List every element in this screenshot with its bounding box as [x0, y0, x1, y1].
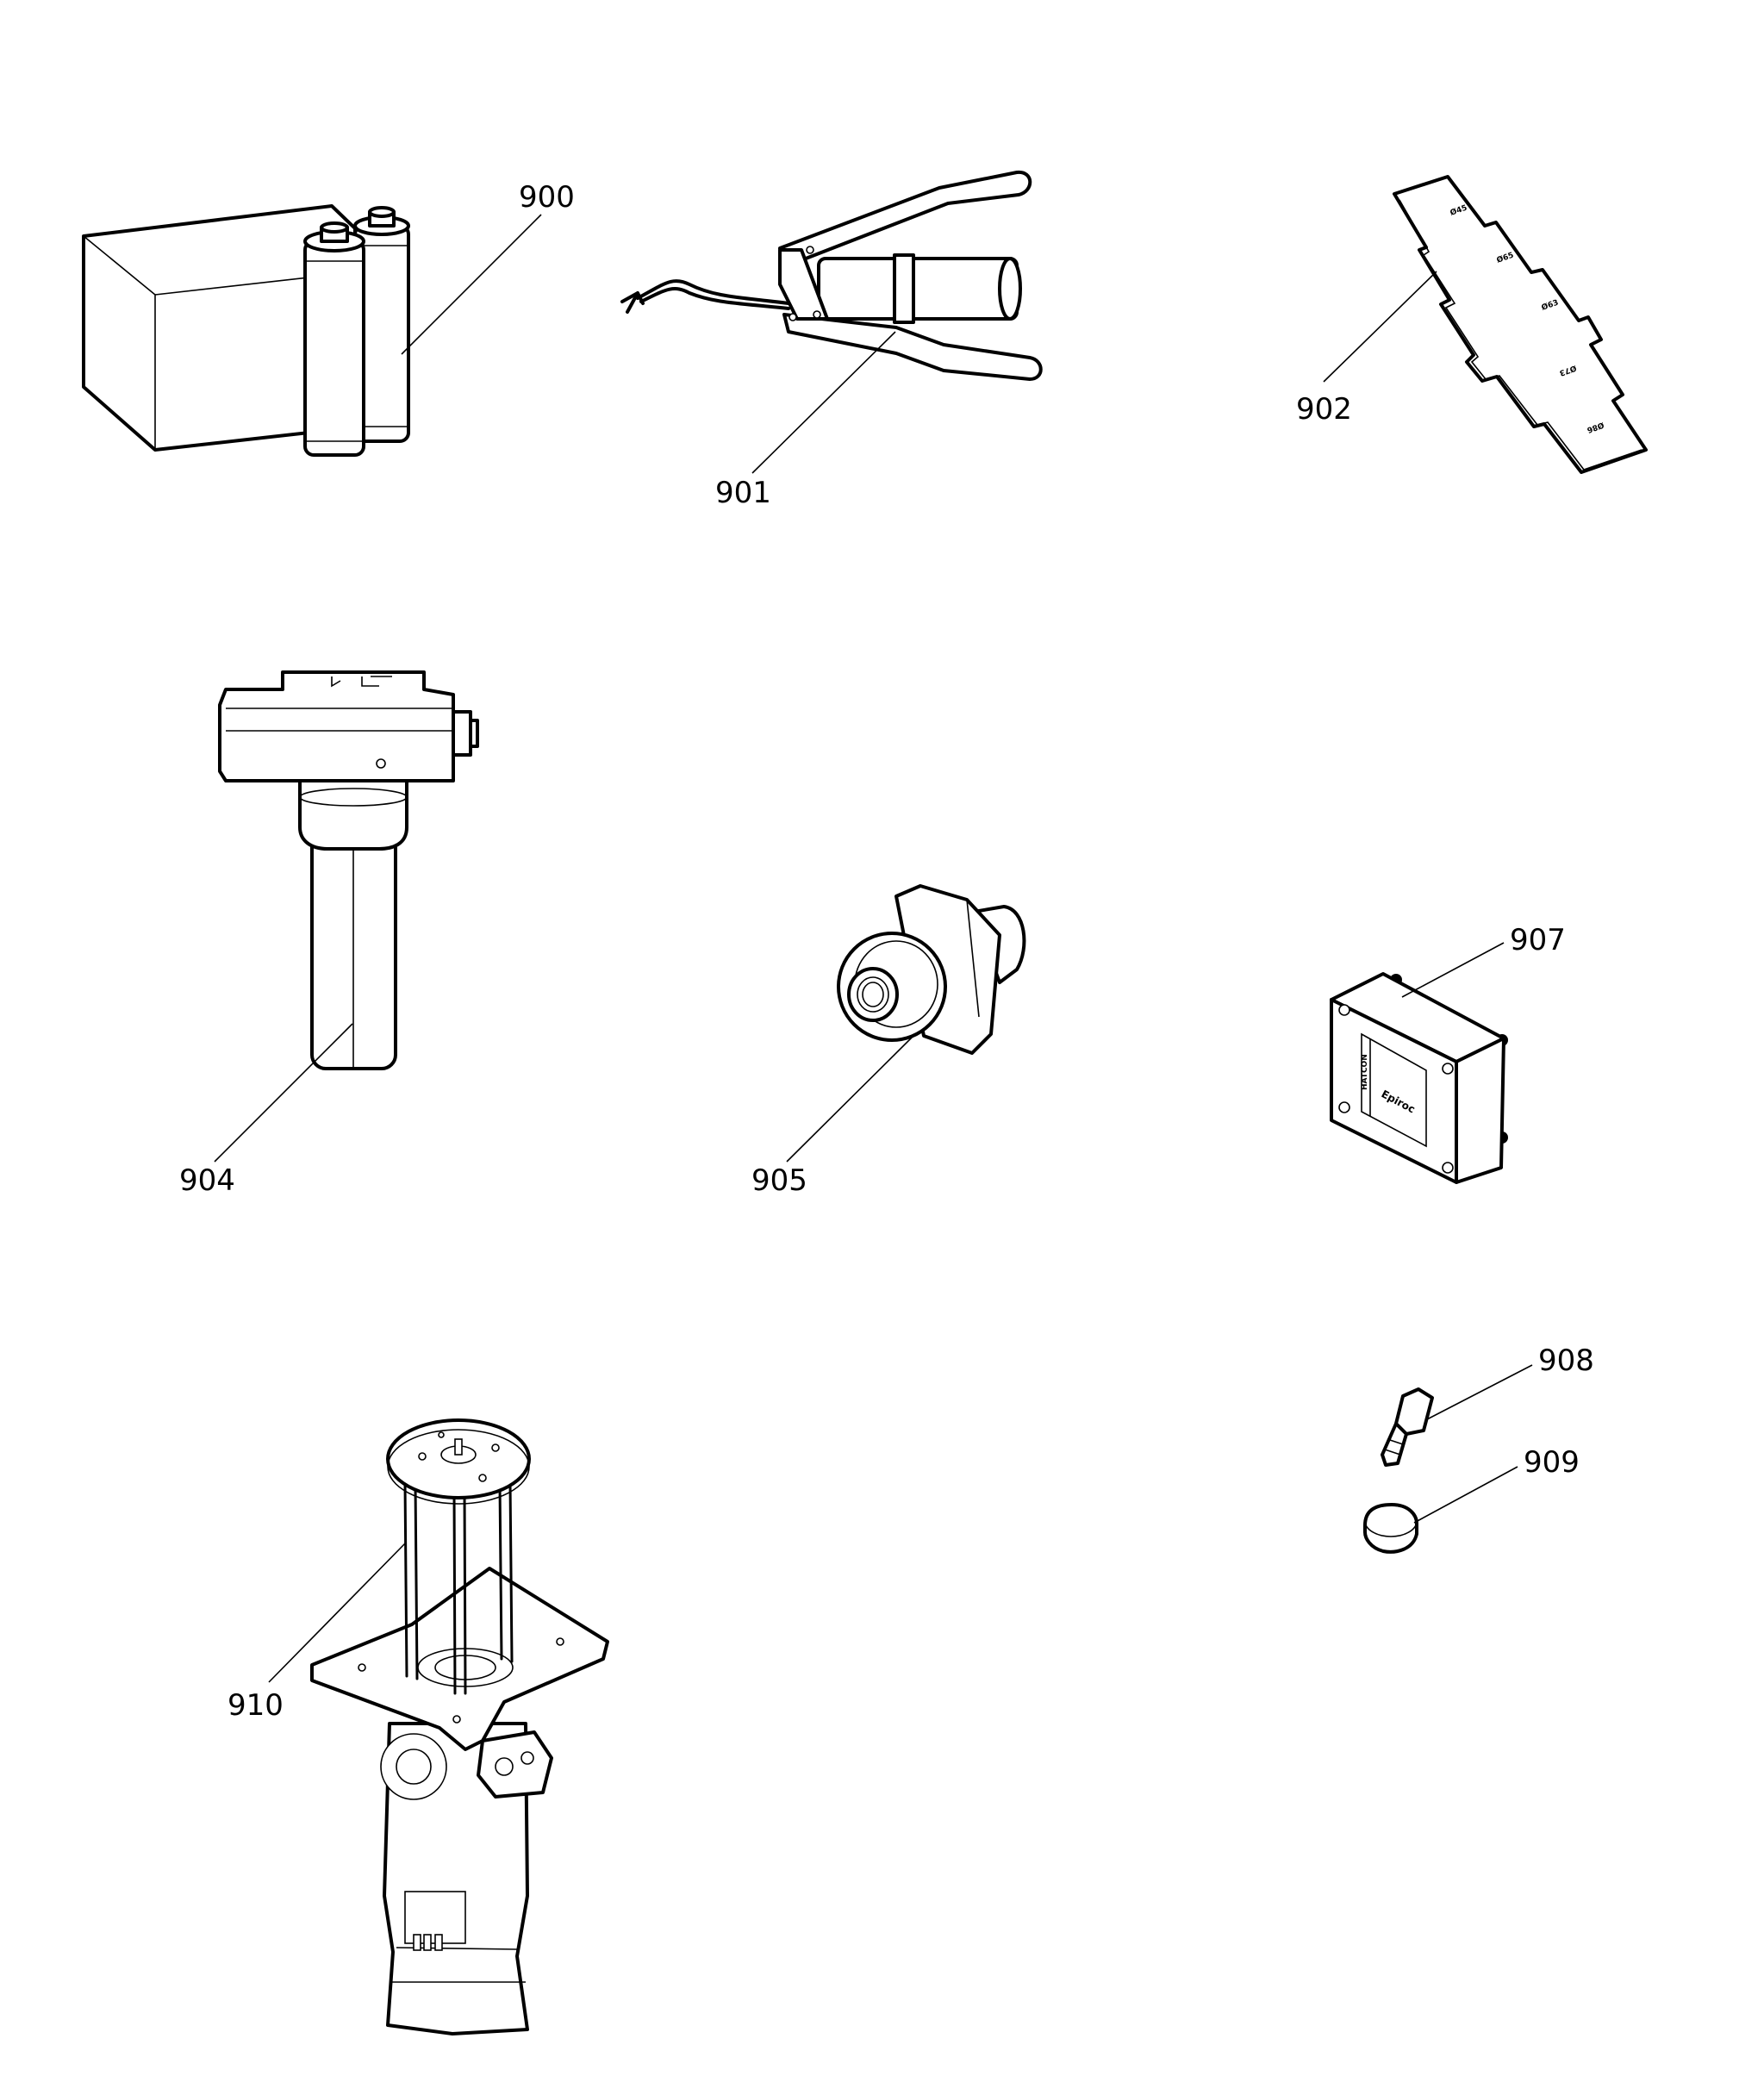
leader-line-909	[1413, 1466, 1518, 1524]
rods	[403, 1481, 514, 1695]
leader-line-907	[1401, 942, 1505, 998]
leader-line-904	[214, 1023, 353, 1163]
part-905-adapter-fitting: 905	[751, 884, 1026, 1198]
module-side-text: HATCON	[1361, 1054, 1369, 1090]
part-904-pump-cylinder: 904	[179, 670, 479, 1198]
callout-910: 910	[228, 1688, 284, 1723]
part-909-cap: 909	[1363, 1445, 1580, 1554]
callout-908: 908	[1538, 1343, 1594, 1378]
callout-904: 904	[179, 1163, 235, 1198]
leader-line-905	[786, 1033, 916, 1163]
part-902-gauge-plate: Ø45 Ø65 Ø63 Ø73 Ø86 902	[1296, 175, 1648, 474]
callout-900: 900	[519, 180, 575, 215]
part-900-grease-cartridges: 900	[82, 180, 575, 457]
leader-line-902	[1323, 271, 1437, 383]
leader-line-900	[401, 214, 542, 355]
callout-902: 902	[1296, 392, 1352, 427]
part-910-housing-assembly: 910	[228, 1418, 609, 2035]
callout-901: 901	[715, 476, 771, 510]
callout-905: 905	[751, 1163, 807, 1198]
callout-909: 909	[1524, 1445, 1580, 1480]
cartridge-front	[303, 221, 365, 457]
leader-line-908	[1426, 1364, 1533, 1420]
leader-line-901	[751, 331, 896, 474]
leader-line-910	[268, 1542, 407, 1683]
part-908-nozzle: 908	[1381, 1343, 1594, 1467]
part-901-grease-gun: 901	[620, 170, 1043, 510]
part-907-control-module: HATCON Epiroc 907	[1330, 923, 1566, 1184]
callout-907: 907	[1510, 923, 1566, 957]
